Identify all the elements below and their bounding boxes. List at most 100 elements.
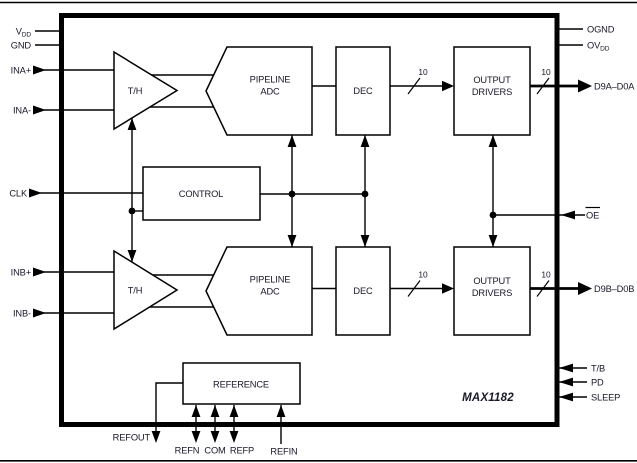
oe-drivers-a-arrow-icon: [488, 135, 498, 147]
adc-a-shape: [205, 46, 313, 136]
bus-markers: 10 10 10 10: [407, 67, 551, 297]
junction-dot: [361, 190, 369, 198]
control-label: CONTROL: [179, 189, 223, 199]
com-up-arrow-icon: [210, 405, 220, 417]
vdd-main: V: [16, 27, 23, 37]
pin-label-refin: REFIN: [270, 447, 297, 457]
dec-b-box: [335, 246, 391, 336]
refin-arrow-icon: [276, 405, 286, 417]
clock-adc-a-arrow-icon: [287, 135, 297, 147]
control-box: [142, 166, 261, 221]
pin-label-ina-minus: INA-: [13, 106, 31, 116]
sleep-arrow-icon: [559, 392, 573, 402]
pin-label-inb-minus: INB-: [13, 309, 31, 319]
dec-b-label: DEC: [353, 286, 373, 296]
block-output-drivers-b: OUTPUT DRIVERS: [453, 246, 531, 336]
blocks: T/H T/H PIPELINE ADC PIPELINE ADC DEC DE…: [113, 46, 531, 405]
block-output-drivers-a: OUTPUT DRIVERS: [453, 46, 531, 136]
adc-b-label-line1: PIPELINE: [250, 275, 291, 285]
bus-slash: [407, 280, 421, 297]
refn-up-arrow-icon: [191, 405, 201, 417]
pin-label-vdd: VDD: [16, 27, 32, 39]
block-control: CONTROL: [142, 166, 261, 221]
clock-th-a-arrow-icon: [127, 118, 137, 130]
refp-down-arrow-icon: [229, 431, 239, 443]
pin-label-sleep: SLEEP: [591, 393, 620, 403]
bus-slash: [536, 280, 550, 297]
oe-arrow-icon: [561, 210, 575, 220]
dec-a-label: DEC: [353, 86, 373, 96]
drivers-a-label-line1: OUTPUT: [473, 75, 511, 85]
adc-b-shape: [205, 246, 313, 336]
chip-name: MAX1182: [462, 392, 514, 404]
d9b-bus-arrow-icon: [578, 282, 592, 295]
ina-plus-arrow-icon: [33, 65, 46, 75]
inb-minus-arrow-icon: [33, 308, 46, 318]
adc-b-label-line2: ADC: [260, 287, 280, 297]
reference-label: REFERENCE: [213, 380, 269, 390]
pin-label-ina-plus: INA+: [11, 66, 31, 76]
reference-box: [182, 362, 301, 405]
bus-width-label: 10: [541, 67, 551, 77]
drivers-a-label-line2: DRIVERS: [472, 87, 512, 97]
junction-dots: [128, 190, 497, 219]
d9a-bus-arrow-icon: [578, 79, 592, 93]
bus-width-label: 10: [418, 67, 428, 77]
bus-width-label: 10: [418, 270, 428, 280]
pin-label-inb-plus: INB+: [11, 268, 31, 278]
drivers-b-label-line2: DRIVERS: [472, 288, 512, 298]
oe-drivers-b-arrow-icon: [488, 235, 498, 247]
drivers-b-label-line1: OUTPUT: [473, 276, 511, 286]
pin-labels: VDD GND INA+ INA- CLK INB+ INB- OGND OVD…: [9, 25, 635, 457]
wire-refout: [155, 382, 183, 432]
clk-arrow-icon: [29, 188, 42, 198]
refp-up-arrow-icon: [229, 405, 239, 417]
pd-arrow-icon: [559, 377, 573, 387]
bus-slash: [536, 77, 550, 95]
pin-label-d9a: D9A–D0A: [594, 82, 635, 92]
arrowheads: [29, 65, 592, 443]
pin-label-refn: REFN: [175, 446, 200, 456]
drivers-b-box: [453, 246, 531, 336]
block-dec-a: DEC: [335, 46, 391, 136]
pin-label-clk: CLK: [9, 189, 28, 199]
dec-a-box: [335, 46, 391, 136]
th-a-label: T/H: [128, 86, 143, 96]
block-pipeline-adc-a: PIPELINE ADC: [205, 46, 313, 136]
block-th-b: T/H: [113, 249, 179, 331]
junction-dot: [489, 211, 497, 219]
dec-drivers-b-arrow-icon: [442, 283, 454, 294]
pin-label-ognd: OGND: [587, 25, 615, 35]
tb-arrow-icon: [559, 363, 573, 373]
pin-label-ovdd: OVDD: [587, 41, 610, 53]
th-b-triangle: [113, 249, 179, 331]
clock-dec-a-arrow-icon: [360, 135, 370, 147]
block-pipeline-adc-b: PIPELINE ADC: [205, 246, 313, 336]
dec-drivers-a-arrow-icon: [442, 80, 454, 92]
block-th-a: T/H: [113, 50, 179, 131]
drivers-a-box: [453, 46, 531, 136]
bus-slash: [407, 77, 421, 95]
pin-label-refp: REFP: [230, 446, 254, 456]
ovdd-sub: DD: [600, 46, 610, 53]
clock-dec-b-arrow-icon: [360, 235, 370, 247]
clock-th-b-arrow-icon: [127, 250, 137, 262]
pin-label-gnd: GND: [11, 41, 32, 51]
block-dec-b: DEC: [335, 246, 391, 336]
th-b-label: T/H: [128, 286, 143, 296]
ovdd-main: OV: [587, 41, 601, 51]
junction-dot: [288, 190, 296, 198]
pin-label-pd: PD: [591, 378, 604, 388]
pin-label-refout: REFOUT: [113, 433, 151, 443]
pin-label-d9b: D9B–D0B: [594, 284, 634, 294]
adc-a-label-line2: ADC: [260, 87, 280, 97]
bus-width-label: 10: [541, 270, 551, 280]
com-down-arrow-icon: [210, 431, 220, 443]
pin-label-tb: T/B: [591, 364, 605, 374]
refn-down-arrow-icon: [191, 431, 201, 443]
pin-label-com: COM: [204, 446, 225, 456]
adc-a-label-line1: PIPELINE: [250, 75, 291, 85]
